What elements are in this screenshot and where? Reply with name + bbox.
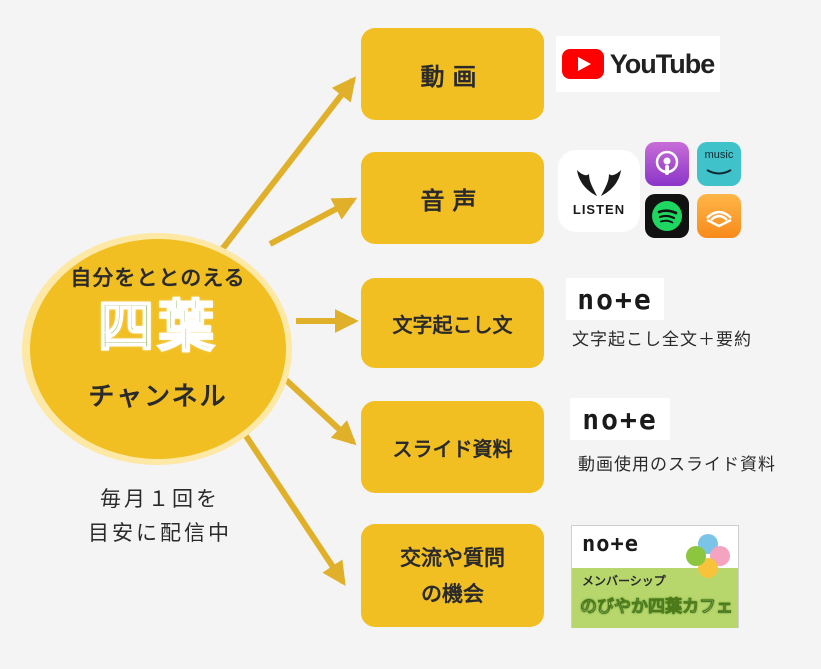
- branch-community-label: 交流や質問 の機会: [400, 545, 505, 606]
- membership-band: [572, 568, 738, 628]
- youtube-logo[interactable]: YouTube: [556, 36, 720, 92]
- wings-icon: [577, 169, 621, 196]
- schedule-line-2: 目安に配信中: [88, 521, 232, 545]
- branch-video-label: 動画: [420, 62, 485, 91]
- amazon-music-label: music: [704, 148, 734, 161]
- arrow-to-audio: [268, 197, 358, 247]
- branch-transcript-label: 文字起こし文: [392, 312, 513, 337]
- hub-channel-label: チャンネル: [88, 382, 228, 412]
- apple-podcasts-icon[interactable]: [645, 142, 689, 186]
- membership-banner[interactable]: no+e メンバーシップ のびやか四葉カフェ: [571, 525, 739, 628]
- transcript-caption: 文字起こし全文＋要約: [572, 330, 752, 350]
- spotify-icon[interactable]: [645, 194, 689, 238]
- audible-icon[interactable]: [697, 194, 741, 238]
- membership-line-2: のびやか四葉カフェ: [580, 597, 734, 618]
- branch-video: 動画: [361, 28, 544, 120]
- youtube-wordmark: YouTube: [609, 48, 715, 79]
- listen-label: LISTEN: [572, 201, 626, 217]
- branch-slides: スライド資料: [361, 401, 544, 493]
- branch-audio: 音声: [361, 152, 544, 244]
- amazon-music-icon[interactable]: music: [697, 142, 741, 186]
- note-logo-membership: no+e: [582, 532, 639, 557]
- schedule-line-1: 毎月１回を: [100, 487, 220, 511]
- note-logo-slides[interactable]: no+e: [570, 398, 670, 440]
- listen-app-icon[interactable]: LISTEN: [558, 150, 640, 232]
- branch-community: 交流や質問 の機会: [361, 524, 544, 627]
- clover-icon: [686, 534, 730, 578]
- branch-transcript: 文字起こし文: [361, 278, 544, 368]
- channel-hub: [30, 239, 286, 459]
- amazon-smile-icon: [706, 168, 732, 174]
- slides-caption: 動画使用のスライド資料: [578, 455, 776, 475]
- hub-tagline: 自分をととのえる: [70, 266, 246, 290]
- branch-audio-label: 音声: [420, 186, 485, 215]
- schedule-note: 毎月１回を 目安に配信中: [60, 482, 260, 550]
- arrow-to-community: [243, 434, 346, 586]
- note-logo-transcript[interactable]: no+e: [566, 278, 664, 320]
- membership-line-1: メンバーシップ: [582, 574, 666, 588]
- channel-logo: 四葉: [97, 295, 218, 361]
- arrow-to-slides: [283, 377, 357, 446]
- youtube-play-icon: [561, 49, 604, 79]
- arrow-to-video: [217, 76, 356, 254]
- branch-slides-label: スライド資料: [392, 436, 513, 461]
